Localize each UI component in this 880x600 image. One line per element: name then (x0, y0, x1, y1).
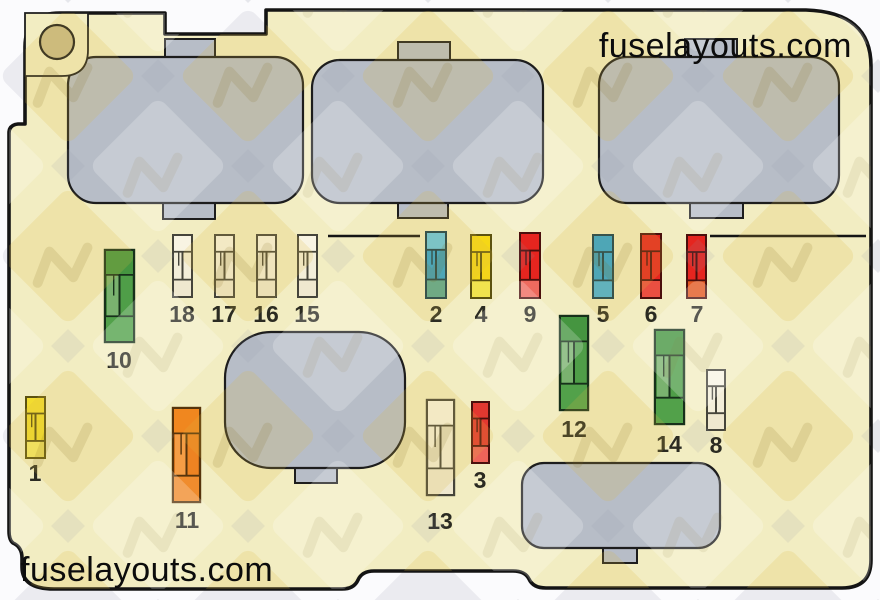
site-watermark-top-right: fuselayouts.com (599, 27, 852, 65)
site-watermark-bottom-left: fuselayouts.com (20, 551, 273, 589)
